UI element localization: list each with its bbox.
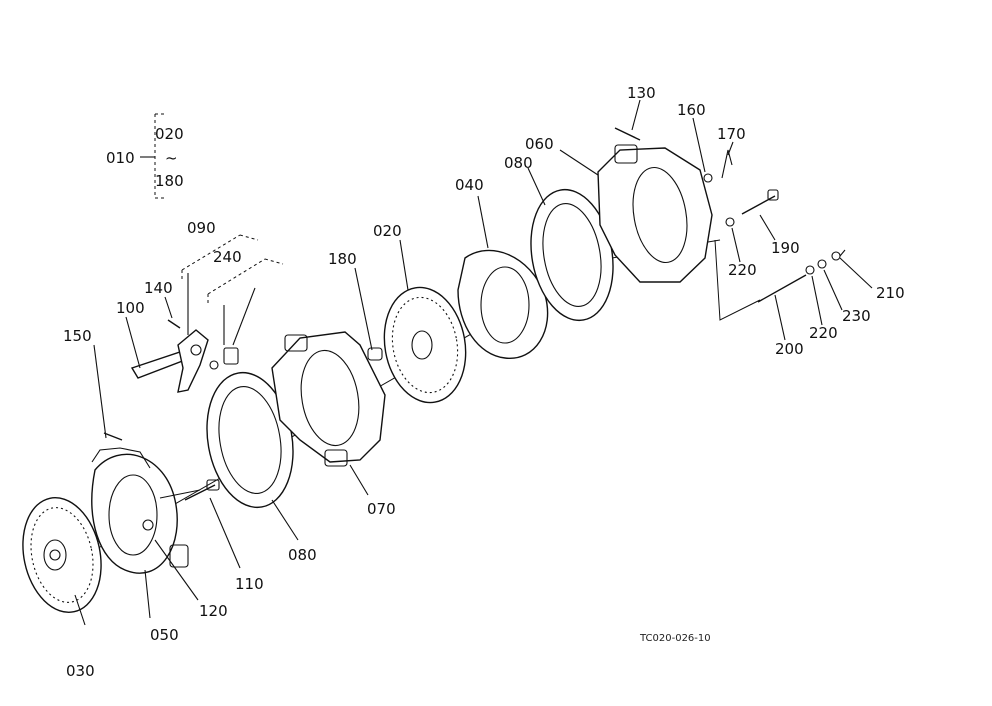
part-label-160: 160 xyxy=(677,101,706,119)
assembly-range-tilde: ~ xyxy=(165,149,178,167)
clutch-housing-060 xyxy=(597,144,713,283)
drawing-code: TC020-026-10 xyxy=(639,633,711,644)
part-label-080-upper: 080 xyxy=(504,154,533,172)
part-label-130: 130 xyxy=(627,84,656,102)
washer-160 xyxy=(703,173,713,183)
part-label-140: 140 xyxy=(144,279,173,297)
part-label-150: 150 xyxy=(63,327,92,345)
clutch-disc-020 xyxy=(383,286,467,404)
part-label-080-lower: 080 xyxy=(288,546,317,564)
release-levers xyxy=(103,273,256,441)
part-label-210: 210 xyxy=(876,284,905,302)
pin-170 xyxy=(721,149,733,179)
assembly-bracket xyxy=(140,113,165,199)
part-label-240: 240 xyxy=(213,248,242,266)
part-label-220-lower: 220 xyxy=(809,324,838,342)
clutch-disc-030 xyxy=(22,497,102,613)
bolt-190 xyxy=(741,189,779,215)
part-label-120: 120 xyxy=(199,602,228,620)
assembly-id-label: 010 xyxy=(106,149,135,167)
bush-180 xyxy=(367,347,383,361)
center-plate-070 xyxy=(271,331,386,467)
part-label-030: 030 xyxy=(66,662,95,680)
part-label-060: 060 xyxy=(525,135,554,153)
part-label-050: 050 xyxy=(150,626,179,644)
part-label-040: 040 xyxy=(455,176,484,194)
bracket-240 xyxy=(207,258,284,306)
nut-210 xyxy=(831,251,841,261)
pressure-plate-040 xyxy=(457,249,549,359)
bolt-110 xyxy=(184,479,220,501)
pressure-cover-050 xyxy=(91,447,201,574)
assembly-range-end-label: 180 xyxy=(155,172,184,190)
nut-120 xyxy=(142,519,154,531)
part-label-020: 020 xyxy=(373,222,402,240)
part-label-170: 170 xyxy=(717,125,746,143)
leader-lines xyxy=(74,99,873,626)
lockwasher-230 xyxy=(817,259,827,269)
part-label-200: 200 xyxy=(775,340,804,358)
part-label-070: 070 xyxy=(367,500,396,518)
part-label-180: 180 xyxy=(328,250,357,268)
friction-plate-080-lower xyxy=(206,371,294,509)
friction-plate-080-upper xyxy=(530,188,614,322)
washer-220-upper xyxy=(725,217,735,227)
assembly-range-start-label: 020 xyxy=(155,125,184,143)
stud-200 xyxy=(757,274,807,303)
part-label-190: 190 xyxy=(771,239,800,257)
part-label-230: 230 xyxy=(842,307,871,325)
part-label-220-upper: 220 xyxy=(728,261,757,279)
washer-220-lower xyxy=(805,265,815,275)
part-label-090: 090 xyxy=(187,219,216,237)
bracket-090 xyxy=(181,234,259,282)
bolt-130 xyxy=(614,127,641,141)
part-label-110: 110 xyxy=(235,575,264,593)
part-label-100: 100 xyxy=(116,299,145,317)
